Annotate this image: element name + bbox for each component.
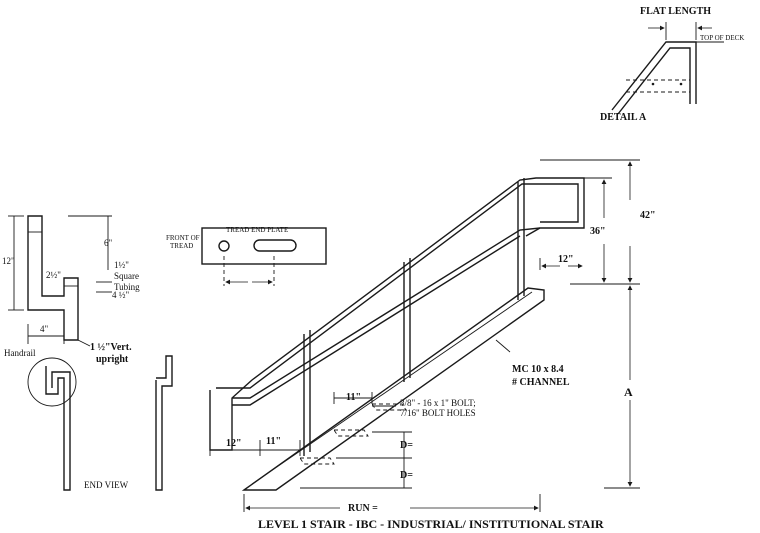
upright-2 [403, 258, 411, 382]
dim-h12: 12" [2, 256, 15, 266]
drawing-title: LEVEL 1 STAIR - IBC - INDUSTRIAL/ INSTIT… [258, 517, 604, 531]
handrail-label: Handrail [4, 348, 36, 358]
handrail-inner [232, 235, 521, 406]
bolt-note-1: 3/8" - 16 x 1" BOLT; [400, 398, 476, 408]
detail-a-title: DETAIL A [600, 112, 647, 123]
plate-outline [201, 227, 327, 265]
end-view-label: END VIEW [84, 480, 129, 490]
handrail [232, 227, 541, 399]
dim-w4: 4" [40, 324, 49, 334]
stringer-label-2: # CHANNEL [512, 377, 570, 388]
bolt-note-2: 7/16" BOLT HOLES [400, 408, 476, 418]
dim-a: A [624, 385, 633, 399]
tread-3 [371, 403, 407, 411]
upright-3 [517, 178, 525, 300]
upright-label-2: upright [96, 354, 129, 365]
dim-12-bottom: 12" [226, 438, 242, 449]
tread-end-plate: TREAD END PLATE FRONT OF TREAD [166, 226, 327, 286]
guard-rail [209, 177, 585, 451]
guard-rail-inner [216, 183, 579, 389]
stringer-channel [241, 287, 545, 491]
dim-11-mid: 11" [346, 392, 361, 403]
dim-36: 36" [590, 226, 606, 237]
dim-12-top: 12" [558, 254, 574, 265]
detail-a-hidden-lines [626, 79, 690, 93]
dim-d1: D= [400, 440, 413, 451]
top-of-deck-label: TOP OF DECK [700, 34, 744, 42]
slot-hole [253, 239, 297, 252]
detail-a-rail [611, 41, 697, 111]
detail-a-rail-inner [617, 47, 691, 115]
end-view-upright [155, 355, 173, 491]
square-label: Square [114, 271, 139, 281]
plate-title: TREAD END PLATE [226, 226, 288, 234]
dim-11-bottom: 11" [266, 436, 281, 447]
flat-length-label: FLAT LENGTH [640, 6, 711, 17]
upright-1 [303, 330, 311, 456]
front-label-1: FRONT OF [166, 234, 200, 242]
dim-d2: D= [400, 470, 413, 481]
bolt-hole [218, 240, 230, 252]
handrail-profile [27, 215, 79, 341]
detail-a: FLAT LENGTH TOP OF DECK DETAIL A [600, 6, 744, 123]
dim-run: RUN = [348, 503, 378, 514]
dim-w2half: 2½" [46, 270, 61, 280]
tread-1 [299, 457, 335, 465]
dim-d4half: 4 ½" [112, 290, 130, 300]
front-label-2: TREAD [170, 242, 193, 250]
tread-2 [333, 429, 369, 437]
main-stair: 42" 36" 12" A 12" 11" 11" D= D= [209, 159, 656, 531]
upright-label-1: 1 ½"Vert. [90, 342, 132, 353]
end-view-circle [27, 357, 77, 407]
handrail-detail: 12" 2½" 6" 1½" Square Tubing 4 ½" 4" Han… [2, 215, 173, 491]
dim-42: 42" [640, 210, 656, 221]
dim-d6: 6" [104, 238, 113, 248]
stringer-label-1: MC 10 x 8.4 [512, 364, 564, 375]
dim-d1half: 1½" [114, 260, 129, 270]
tubing-label: Tubing [114, 282, 140, 292]
end-view-profile [45, 366, 71, 491]
